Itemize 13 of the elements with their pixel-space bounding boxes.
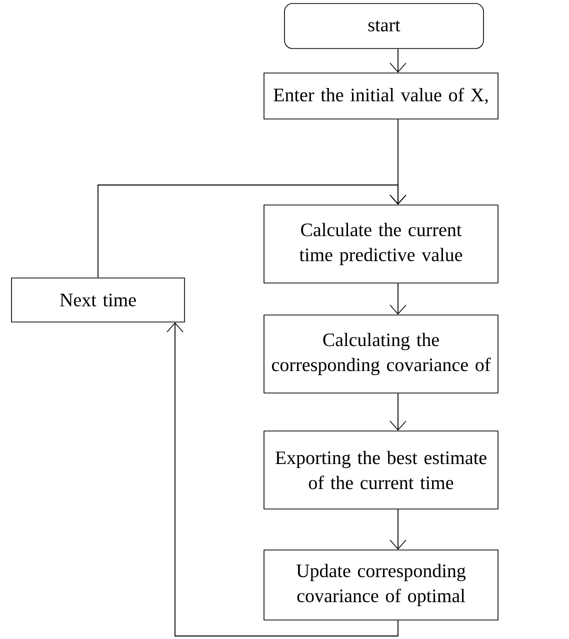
process-box: Exporting the best estimate of the current time [264,430,498,510]
arrow [166,322,398,636]
start-box: start [284,3,484,49]
process-box: Enter the initial value of X, [264,72,498,120]
arrow [390,282,406,315]
process-box: Calculate the current time predictive value [264,204,498,284]
arrow [98,184,406,278]
process-box: Update corresponding covariance of optimal [264,550,498,620]
arrow [390,48,406,73]
process-box: Next time [11,278,185,322]
arrow [390,392,406,431]
arrow [390,508,406,550]
process-box: Calculating the corresponding covariance of [264,314,498,394]
